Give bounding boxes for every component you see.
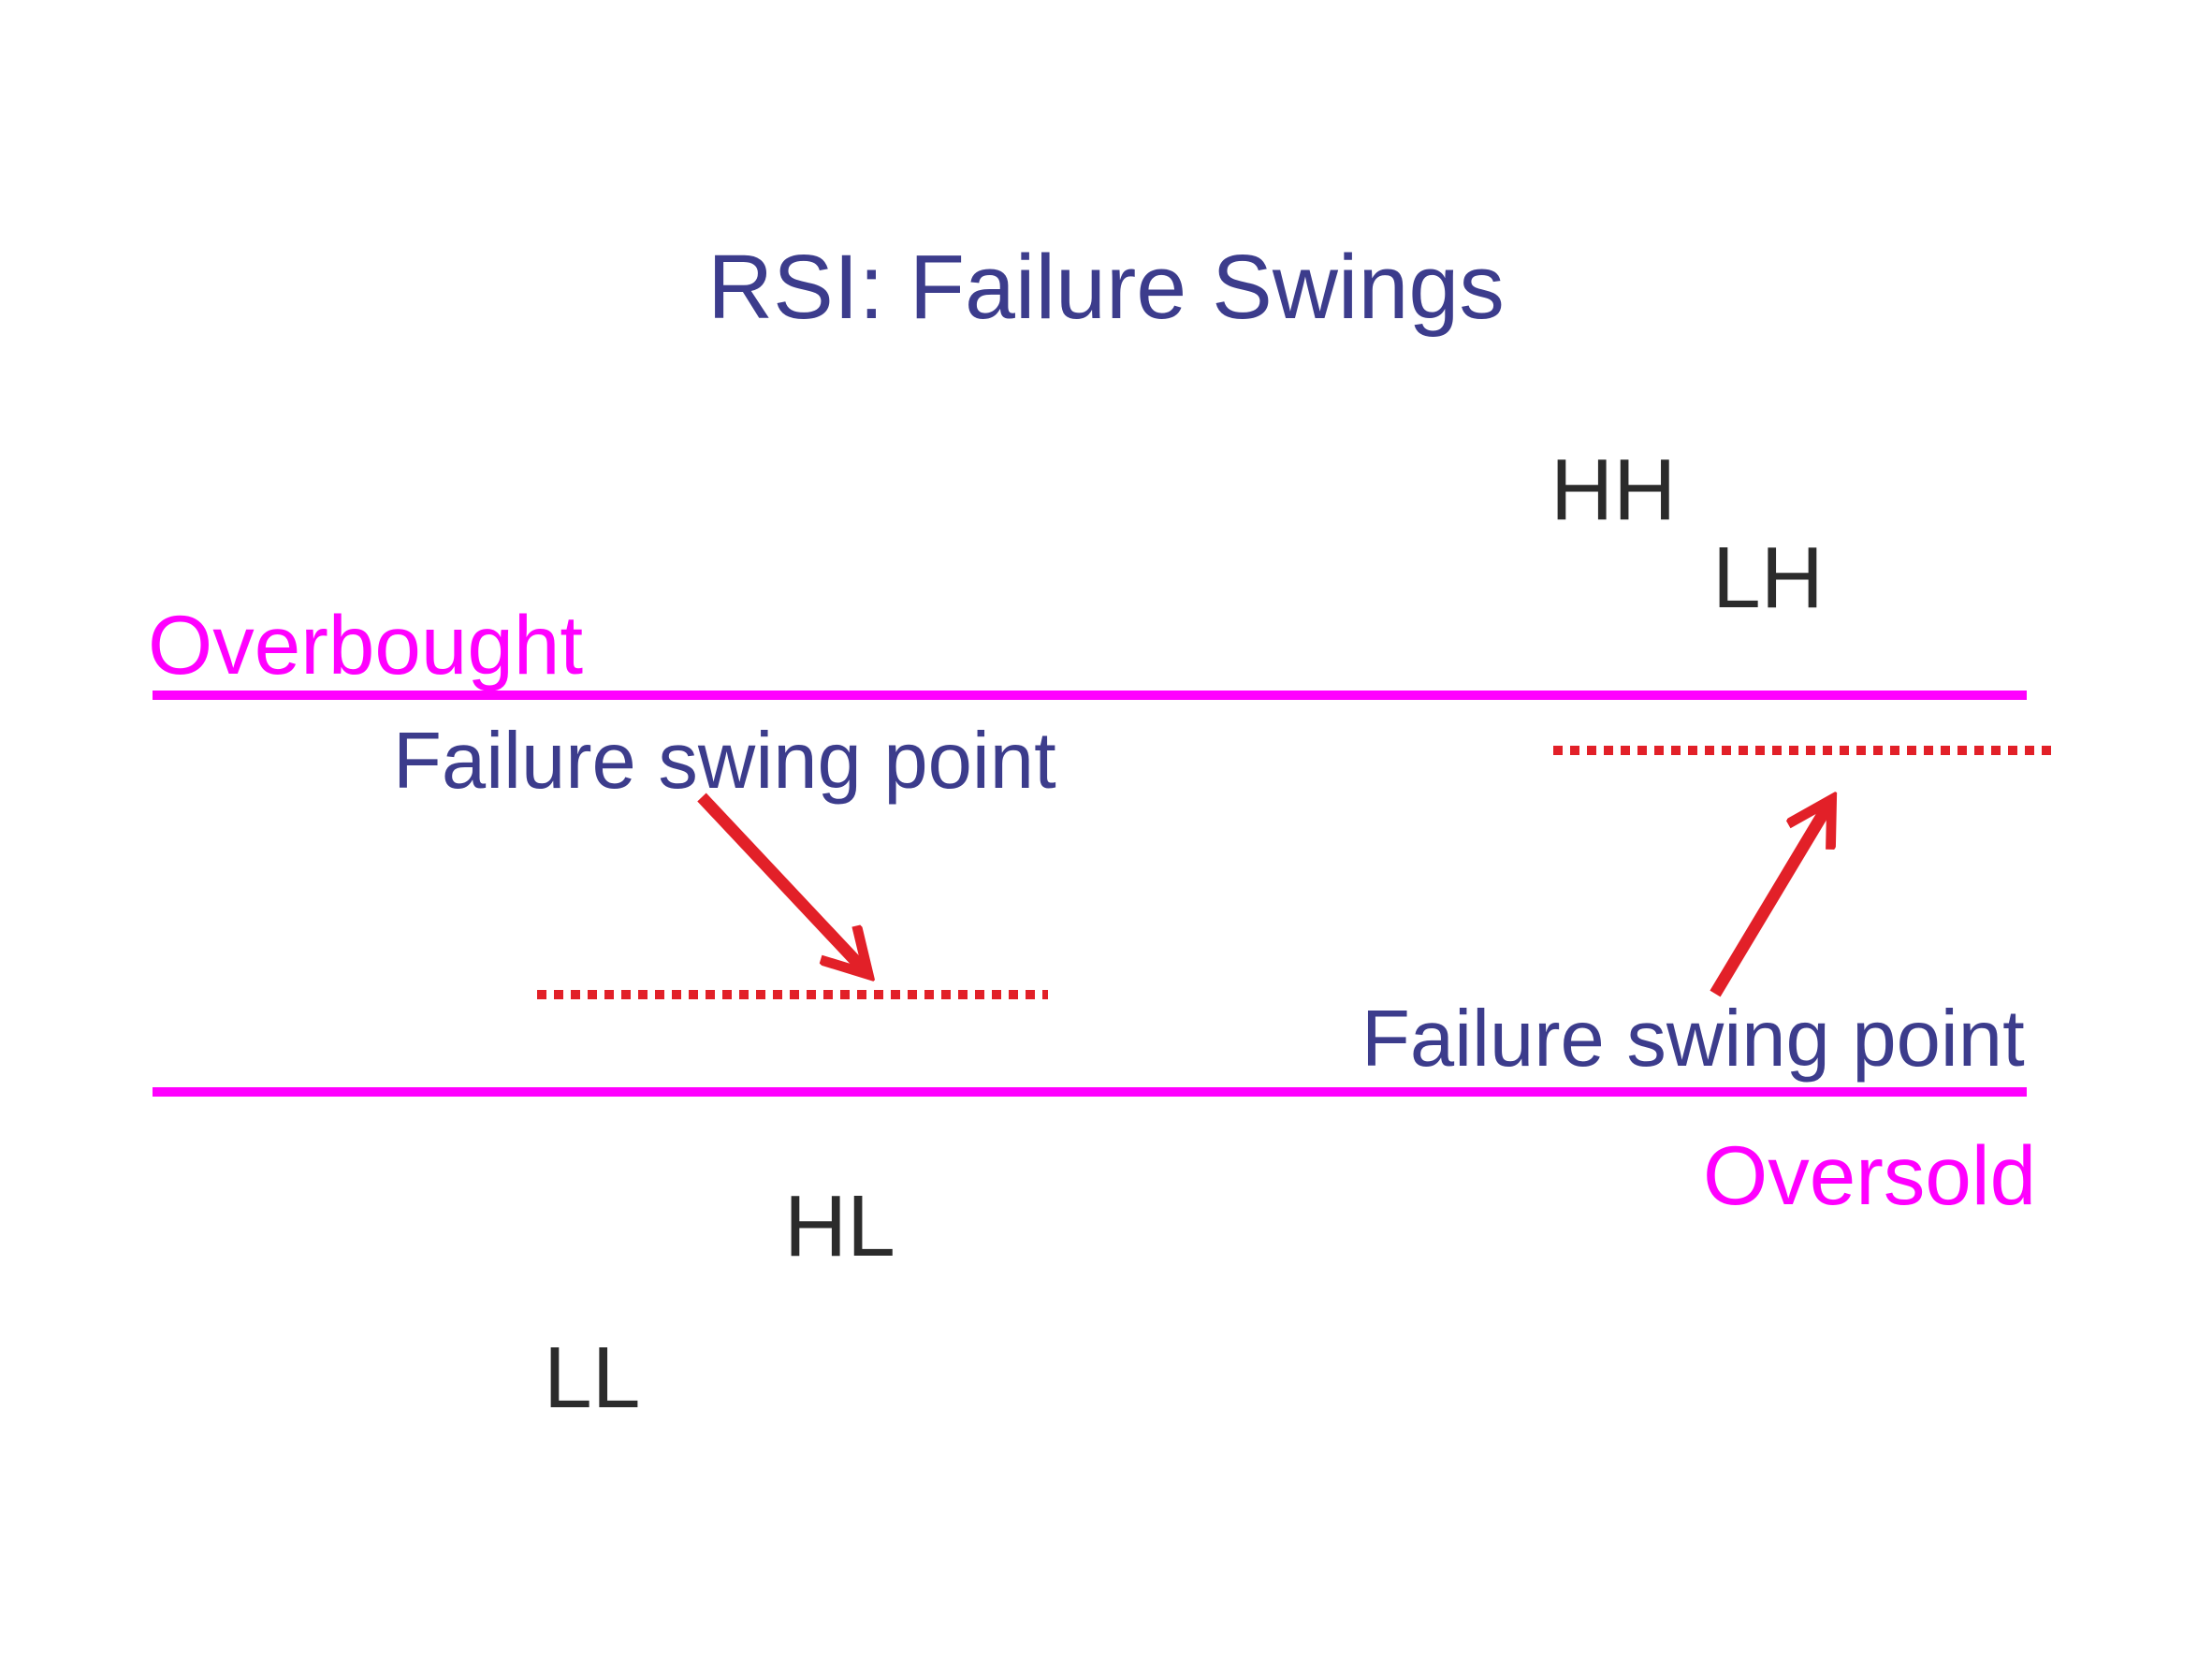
- overbought-label: Overbought: [148, 598, 584, 691]
- lower-low-label: LL: [544, 1329, 641, 1426]
- oversold-line: [153, 1087, 2027, 1097]
- lower-high-label: LH: [1712, 529, 1824, 626]
- oversold-label: Oversold: [1703, 1128, 2037, 1222]
- up-right-arrow-icon: [1710, 807, 1827, 997]
- down-right-arrow-icon: [697, 793, 863, 968]
- overbought-line: [153, 691, 2027, 700]
- higher-low-label: HL: [784, 1177, 895, 1274]
- slide-title: RSI: Failure Swings: [707, 236, 1505, 338]
- failure-swing-point-label-left: Failure swing point: [393, 717, 1056, 806]
- failure-swing-point-label-right: Failure swing point: [1361, 995, 2025, 1084]
- higher-high-label: HH: [1550, 441, 1677, 538]
